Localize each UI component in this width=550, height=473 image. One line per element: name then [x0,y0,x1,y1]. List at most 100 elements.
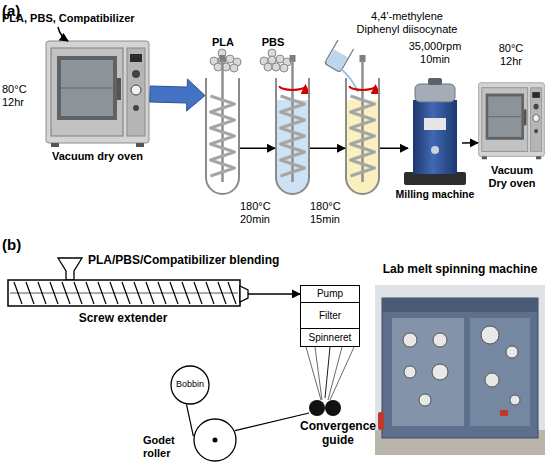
tube-outline [206,78,239,194]
input-note: PLA/PBS/Compatibilizer blending [88,254,308,268]
milling-machine-photo [415,84,455,102]
reagent-note: 4,4'-methylene Diphenyl diisocynate [352,10,462,35]
test-tube: 180°C 20min [275,78,310,195]
node-label: 80°C 12hr [2,83,38,108]
hopper [58,258,82,280]
node-label: Vacuum Dry oven [484,164,540,189]
spinning-machine-photo [375,285,545,455]
extruder-barrel [10,293,238,294]
connector-arrow [462,142,478,144]
feed-arrow [58,27,68,41]
oven-photo [479,83,545,160]
godet-roller-outline [193,418,237,462]
rotation-arrow [350,86,376,90]
beaker [326,49,348,71]
connector-line [235,413,309,431]
roller-axis [213,438,218,443]
test-tube-outline [345,78,380,195]
extruder-barrel [240,286,248,302]
tube-outline [346,78,379,194]
block-arrow [150,79,205,111]
rotation-arrow [280,86,306,90]
beaker [325,40,354,72]
node-label: Milling machine [393,188,477,200]
node-label: 180°C 20min [240,200,276,225]
process-box: Filter [300,302,360,329]
connector-arrow [310,147,345,149]
test-tube: 180°C 15min [345,78,380,195]
node-label: Pump [301,288,359,300]
stirring-screw [281,55,305,182]
spinning-machine-photo [378,412,384,430]
feed-arrow [58,27,68,41]
spinning-machine-photo [382,298,538,438]
godet-roller [194,419,236,461]
node-label: Godet roller [143,434,188,459]
input-note: PLA, PBS, Compatibilizer [2,12,142,25]
spinning-machine-photo [433,333,447,347]
spinning-machine-photo [481,326,499,344]
stirring-screw [351,55,375,182]
node-label: Filter [301,310,359,322]
rotation-arrow [280,86,376,90]
extruder-barrel [14,282,236,304]
granules [260,49,291,72]
spinning-machine-photo [403,333,417,347]
oven-photo [479,83,545,160]
spinning-machine-photo [375,285,545,455]
node-label: Vacuum dry oven [37,150,158,163]
connector-arrow [380,147,408,149]
milling-machine-photo [431,146,439,154]
process-box: Spinneret [300,328,360,347]
spinning-machine-photo [500,410,508,416]
beaker [325,40,354,72]
node-label: 35,000rpm 10min [400,40,470,65]
panel-letter: (b) [2,236,36,253]
spinning-machine-photo [392,318,464,426]
spinning-machine-photo [506,346,518,358]
node-label: Bobbin [170,379,210,389]
spinning-machine-photo [470,318,530,426]
milling-machine: 35,000rpm 10minMilling machine [408,80,462,185]
guide-rollers [309,400,325,416]
guide-rollers [309,400,341,416]
spinning-machine-photo [510,395,520,405]
test-tube: PLAPBS [205,78,240,195]
fiber-lines [306,347,354,400]
extruder-barrel [8,280,240,306]
godet-roller: Godet roller [193,418,237,462]
connector-line [325,347,330,398]
convergence-guide: Convergence guide [305,398,345,418]
node-label: Lab melt spinning machine [375,263,545,277]
stirring-screw [211,55,235,182]
beaker [325,40,359,92]
test-tube-outline [275,78,310,195]
milling-machine-photo [428,78,442,85]
milling-machine-photo [424,118,446,130]
extruder-barrel [8,280,248,306]
node-label: Convergence guide [283,420,393,448]
spinning-machine-photo [382,298,538,312]
node-label: 180°C 15min [310,200,346,225]
hopper [58,258,82,280]
fiber-lines [306,347,354,400]
spinning-machine-photo [404,366,416,378]
node-label: PBS [258,36,288,49]
connector-arrow [248,293,300,295]
node-label: PLA [208,36,238,49]
guide-rollers [325,400,341,416]
milling-machine-photo [404,78,466,185]
bobbin-circle [171,366,209,404]
node-label: Screw extender [53,312,193,326]
node-label: 80°C 12hr [493,42,529,67]
machine-photo: Lab melt spinning machine [375,285,545,455]
bobbin-circle: Bobbin [170,365,210,405]
test-tube-outline [205,78,240,195]
connector-arrow [240,147,275,149]
stirring-screw [211,55,375,182]
spinning-machine-photo [419,394,431,406]
oven-photo [46,41,149,147]
